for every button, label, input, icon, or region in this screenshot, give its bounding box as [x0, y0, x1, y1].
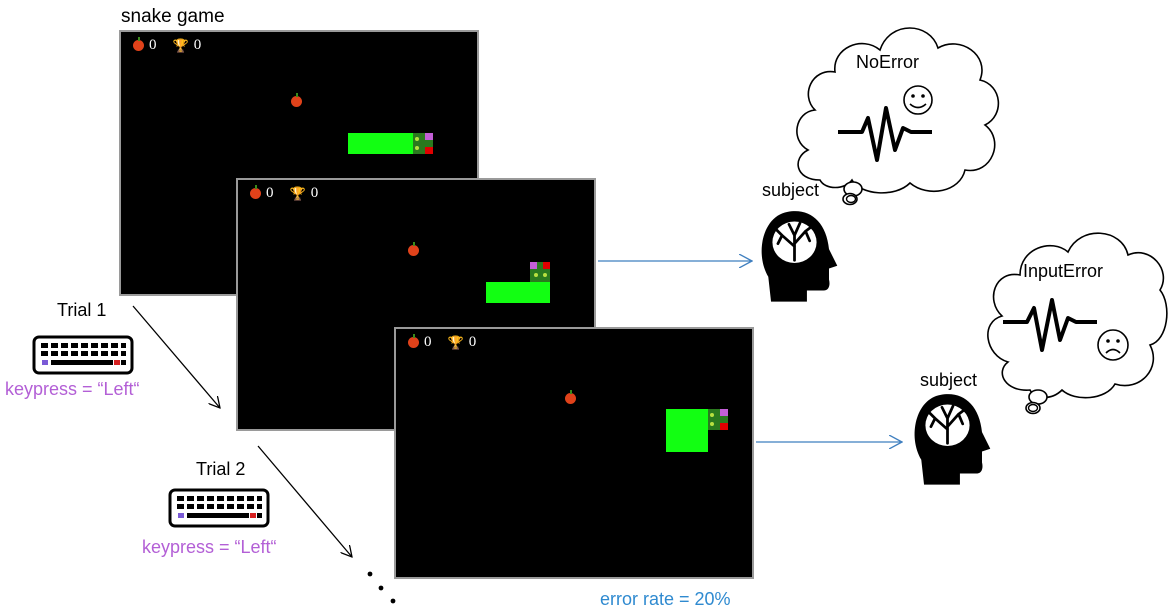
error-rate-label: error rate = 20% [600, 589, 731, 609]
subject1-label: subject [762, 180, 820, 200]
hud: 0 🏆 0 [250, 185, 318, 202]
snake-body [348, 133, 413, 154]
keyboard-icon [168, 488, 270, 528]
trial2-arrow [257, 445, 352, 557]
snake-marker [543, 262, 550, 269]
eeg-wave-icon [1003, 298, 1097, 352]
ellipsis-dot [390, 598, 396, 604]
apple-icon [133, 37, 144, 51]
apple-count: 0 [149, 37, 157, 53]
trophy-icon: 🏆 [447, 335, 464, 350]
snake-eye [534, 273, 538, 277]
trial2-label: Trial 2 [196, 459, 246, 479]
snake-tongue [530, 262, 537, 269]
snake-eye [415, 137, 419, 141]
brain-head-icon [760, 209, 839, 303]
snake-marker [720, 423, 728, 430]
trophy-count: 0 [310, 185, 319, 201]
eeg-wave-icon [838, 106, 932, 162]
trophy-count: 0 [468, 334, 477, 350]
keyboard-icon [32, 335, 134, 375]
apple-icon [250, 185, 261, 199]
trial1-arrow [132, 305, 220, 408]
thought2-text: InputError [1023, 261, 1104, 281]
trial1-label: Trial 1 [57, 300, 107, 320]
snake-marker [425, 147, 433, 154]
hud: 0 🏆 0 [408, 334, 476, 351]
trophy-icon: 🏆 [289, 186, 306, 201]
ellipsis-dot [367, 571, 373, 577]
hud: 0 🏆 0 [133, 37, 201, 54]
food-apple [408, 242, 419, 256]
food-apple [291, 93, 302, 107]
trial2-keypress: keypress = “Left“ [142, 537, 277, 557]
trial1-keypress: keypress = “Left“ [5, 379, 140, 399]
trophy-count: 0 [193, 37, 202, 53]
food-apple [565, 390, 576, 404]
thought-cloud-icon [796, 27, 1000, 206]
diagram-title: snake game [121, 6, 225, 27]
snake-tongue [425, 133, 433, 140]
snake-eye [415, 146, 419, 150]
subject2-label: subject [920, 370, 978, 390]
game-screen-3: 0 🏆 0 [394, 327, 754, 579]
brain-head-icon [913, 392, 992, 486]
thought1-text: NoError [856, 52, 920, 72]
snake-tongue [720, 409, 728, 416]
snake-eye [543, 273, 547, 277]
snake-body [486, 282, 550, 303]
ellipsis-dot [378, 585, 384, 591]
apple-count: 0 [424, 334, 432, 350]
sad-face-icon [1097, 329, 1129, 361]
trophy-icon: 🏆 [172, 38, 189, 53]
smiley-icon [903, 85, 933, 115]
snake-body-left [666, 431, 686, 452]
apple-count: 0 [266, 185, 274, 201]
apple-icon [408, 334, 419, 348]
snake-eye [710, 413, 714, 417]
snake-eye [710, 422, 714, 426]
